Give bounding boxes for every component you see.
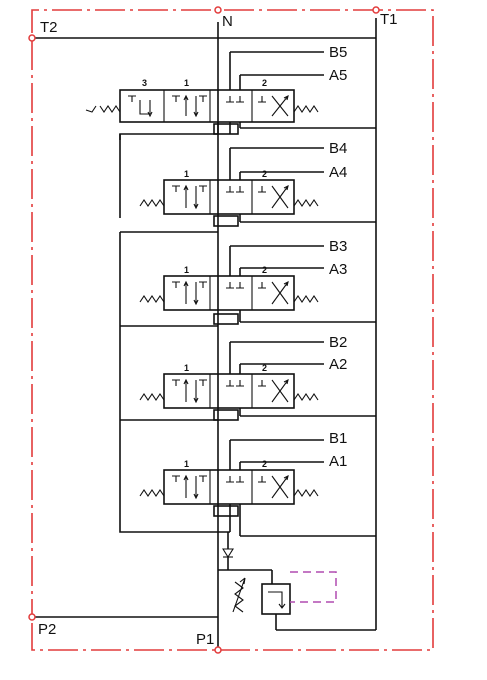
port-label-b2: B2	[329, 334, 347, 351]
block-boundary	[31, 9, 434, 651]
valve-section-3: B3 A3 1 2	[120, 238, 376, 327]
main-lines	[32, 18, 377, 650]
position-label-2: 2	[262, 363, 267, 373]
valve-section-4: B4 A4 1 2	[120, 140, 376, 233]
port-label-p2: P2	[38, 621, 56, 638]
position-label-1: 1	[184, 78, 189, 88]
position-label-2: 2	[262, 265, 267, 275]
position-label-2: 2	[262, 459, 267, 469]
pilot-line	[290, 571, 337, 603]
valve-section-1: B1 A1 1 2	[119, 430, 376, 537]
port-label-t2: T2	[40, 19, 58, 36]
position-label-2: 2	[262, 78, 267, 88]
position-label-1: 1	[184, 265, 189, 275]
valve-section-2: B2 A2 1 2	[120, 334, 376, 421]
port-label-b5: B5	[329, 44, 347, 61]
port-label-b4: B4	[329, 140, 347, 157]
port-label-a2: A2	[329, 356, 347, 373]
port-dots	[28, 6, 380, 654]
port-label-a5: A5	[329, 67, 347, 84]
valve-section-5: B5 A5 3 1 2	[85, 44, 376, 140]
port-label-t1: T1	[380, 11, 398, 28]
position-label-2: 2	[262, 169, 267, 179]
port-label-a1: A1	[329, 453, 347, 470]
relief-valve	[232, 570, 376, 631]
check-valve	[218, 532, 272, 571]
port-label-b1: B1	[329, 430, 347, 447]
port-label-a4: A4	[329, 164, 347, 181]
port-label-a3: A3	[329, 261, 347, 278]
position-label-1: 1	[184, 169, 189, 179]
position-label-1: 1	[184, 459, 189, 469]
port-label-n: N	[222, 13, 233, 30]
port-label-p1: P1	[196, 631, 214, 648]
port-label-b3: B3	[329, 238, 347, 255]
position-label-3: 3	[142, 78, 147, 88]
position-label-1: 1	[184, 363, 189, 373]
